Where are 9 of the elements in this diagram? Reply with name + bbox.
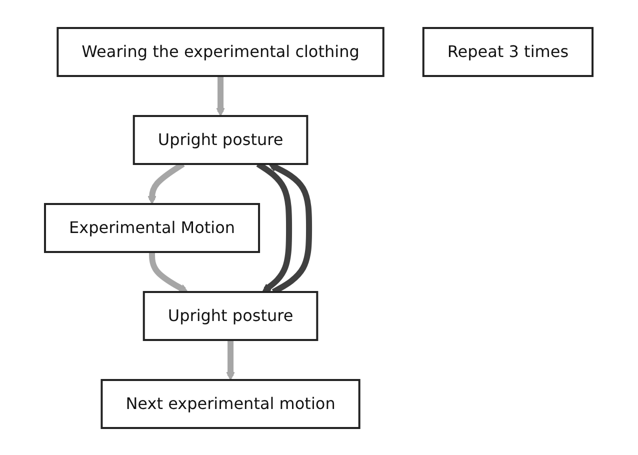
node-box: Repeat 3 times bbox=[422, 26, 594, 76]
arrow bbox=[226, 340, 236, 380]
node-box: Upright posture bbox=[143, 290, 318, 340]
node-box: Next experimental motion bbox=[100, 378, 361, 428]
arrow bbox=[216, 76, 226, 116]
node-box: Wearing the experimental clothing bbox=[56, 26, 385, 76]
node-box: Upright posture bbox=[133, 114, 308, 164]
arrow bbox=[149, 252, 188, 292]
node-box: Experimental Motion bbox=[44, 202, 260, 252]
